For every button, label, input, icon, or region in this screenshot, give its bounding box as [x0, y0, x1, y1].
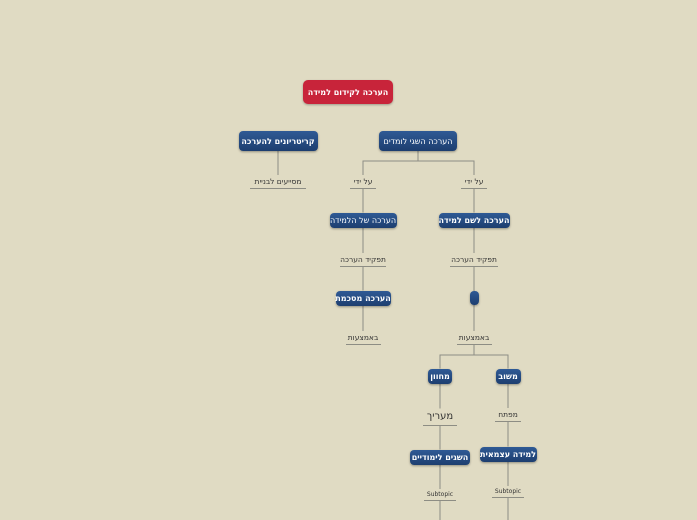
node-subtopic-left: Subtopic	[424, 489, 456, 501]
connector-assess-to-by-right	[417, 151, 475, 175]
node-root[interactable]: הערכה לקידום למידה	[303, 80, 393, 104]
node-achievements[interactable]: השגים לימודיים	[410, 449, 470, 465]
node-criteria-label: מסייעים לבניית	[250, 175, 306, 189]
node-by-right: על ידי	[461, 175, 487, 189]
node-evaluates: מעריך	[423, 409, 457, 426]
connector-assess-to-by-left	[362, 151, 419, 175]
connector-means-right-to-feedback	[473, 345, 509, 369]
node-develops: מפתח	[495, 408, 521, 422]
node-means-right: באמצעות	[456, 331, 492, 345]
node-means-left: באמצעות	[345, 331, 381, 345]
node-for-learning[interactable]: הערכה לשם למידה	[438, 212, 510, 228]
node-assess[interactable]: הערכה השגי לומדים	[379, 131, 457, 151]
node-small-box[interactable]	[469, 291, 479, 305]
connector-means-right-to-rubric	[439, 345, 475, 369]
node-criteria[interactable]: קריטריונים להערכה	[238, 131, 318, 151]
node-independent[interactable]: למידה עצמאית	[479, 446, 537, 462]
node-role-right: תפקיד הערכה	[450, 253, 498, 267]
node-feedback[interactable]: משוב	[495, 368, 521, 384]
node-summative[interactable]: הערכה מסכמת	[335, 290, 391, 306]
node-subtopic-right: Subtopic	[492, 486, 524, 498]
node-by-left: על ידי	[350, 175, 376, 189]
node-rubric[interactable]: מחוון	[428, 368, 452, 384]
node-of-learning[interactable]: הערכה של הלמידה	[329, 212, 397, 228]
node-role-left: תפקיד הערכה	[340, 253, 386, 267]
